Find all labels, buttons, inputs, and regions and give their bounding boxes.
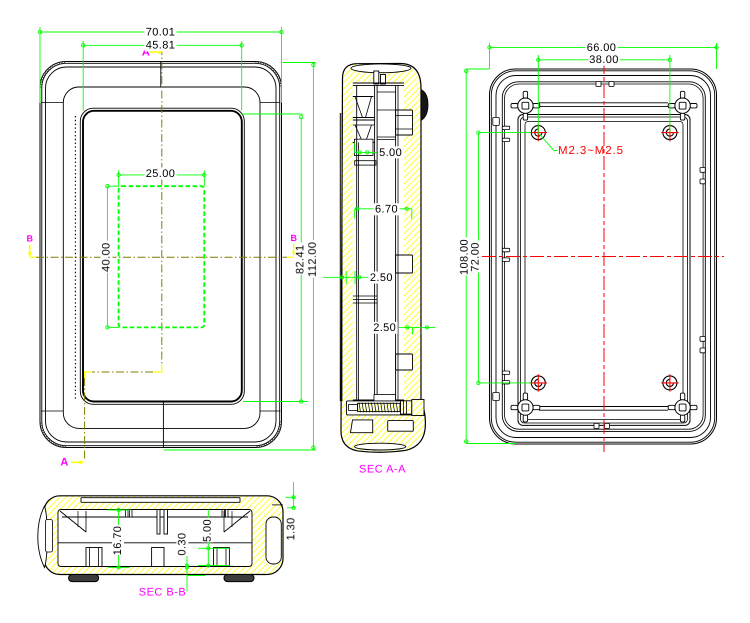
svg-text:45.81: 45.81 (146, 40, 176, 52)
svg-text:6.70: 6.70 (375, 204, 398, 216)
svg-text:25.00: 25.00 (146, 168, 176, 180)
svg-text:A: A (142, 46, 150, 58)
svg-text:2.50: 2.50 (373, 322, 396, 334)
svg-text:38.00: 38.00 (589, 54, 619, 66)
svg-text:82.41: 82.41 (294, 245, 306, 275)
svg-text:112.00: 112.00 (307, 242, 319, 277)
svg-text:5.00: 5.00 (202, 519, 214, 542)
svg-text:B: B (291, 233, 298, 243)
svg-text:70.01: 70.01 (146, 26, 176, 38)
svg-text:66.00: 66.00 (587, 42, 617, 54)
svg-text:16.70: 16.70 (112, 526, 124, 556)
svg-text:A: A (60, 456, 68, 468)
svg-text:1.30: 1.30 (285, 517, 297, 540)
svg-text:72.00: 72.00 (470, 242, 482, 272)
svg-text:0.30: 0.30 (176, 533, 188, 556)
svg-text:40.00: 40.00 (100, 242, 112, 272)
svg-text:5.00: 5.00 (379, 147, 402, 159)
svg-text:M2.3~M2.5: M2.3~M2.5 (558, 145, 624, 157)
svg-text:108.00: 108.00 (459, 239, 471, 275)
svg-text:2.50: 2.50 (370, 272, 393, 284)
svg-text:SEC B-B: SEC B-B (139, 587, 187, 599)
svg-text:B: B (27, 233, 34, 243)
svg-text:SEC A-A: SEC A-A (359, 463, 406, 475)
